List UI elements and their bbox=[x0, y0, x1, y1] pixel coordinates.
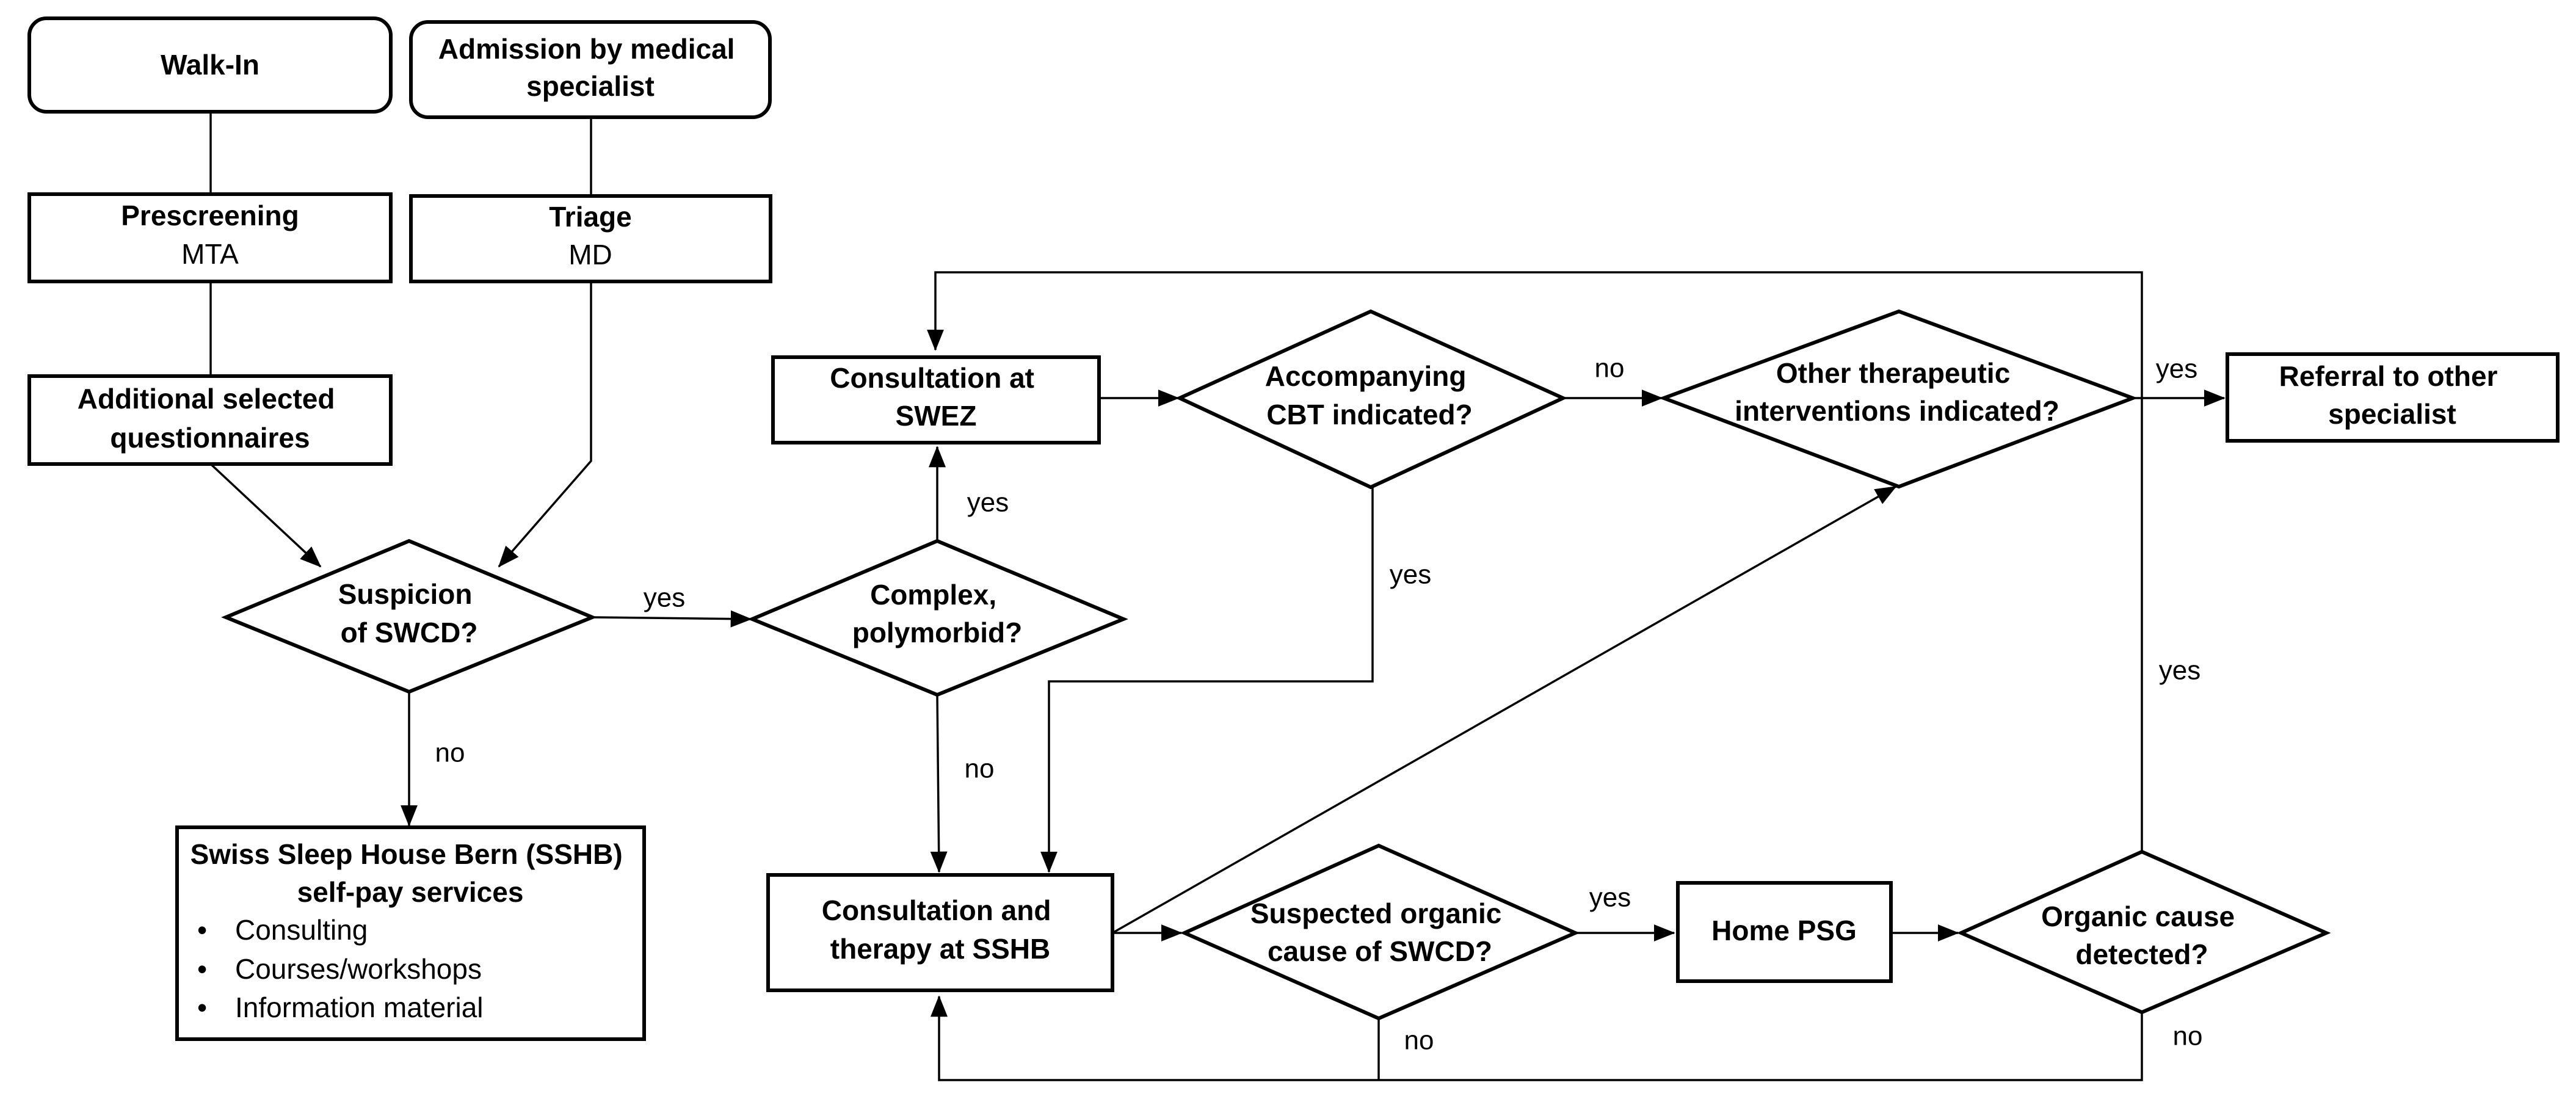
admission-label-line-2: specialist bbox=[526, 70, 655, 102]
node-consult-swez: Consultation at SWEZ bbox=[771, 355, 1101, 444]
node-walk-in: Walk-In bbox=[27, 16, 393, 114]
bullet-icon: • bbox=[197, 914, 207, 946]
node-other-interventions: Other therapeutic interventions indicate… bbox=[1658, 309, 2138, 489]
svg-text:Suspicion of SWCD?: Suspicion of SWCD? bbox=[338, 578, 481, 648]
label-complex-no: no bbox=[965, 754, 995, 784]
bullet-icon: • bbox=[197, 953, 207, 985]
service-item-consulting: Consulting bbox=[235, 914, 368, 946]
edge-organic-detected-sshb bbox=[931, 995, 2143, 1081]
organic-suspected-label-line-2: cause of SWCD? bbox=[1268, 935, 1492, 967]
node-referral: Referral to other specialist bbox=[2226, 352, 2560, 443]
label-organic-suspected-no: no bbox=[1404, 1026, 1434, 1056]
sshb-services-title-line-1: Swiss Sleep House Bern (SSHB) bbox=[190, 838, 623, 870]
svg-text:Organic cause detected?: Organic cause detected? bbox=[2041, 901, 2243, 970]
svg-text:• Consulting: • Consulting bbox=[197, 914, 368, 946]
swez-label-line-1: Consultation at bbox=[830, 362, 1034, 394]
label-organic-detected-no: no bbox=[2173, 1021, 2203, 1051]
svg-text:Admission by medical spe: Admission by medical specialist bbox=[438, 33, 742, 102]
svg-text:Complex, polymorbid?: Complex, polymorbid? bbox=[852, 579, 1023, 648]
node-organic-suspected: Suspected organic cause of SWCD? bbox=[1180, 843, 1580, 1021]
organic-suspected-label-line-1: Suspected organic bbox=[1250, 898, 1502, 929]
svg-text:Other therapeutic interv: Other therapeutic interventions indicate… bbox=[1735, 357, 2059, 427]
edge-organic-detected-swez bbox=[927, 271, 2143, 852]
svg-text:Swiss Sleep House Bern (SSHB): Swiss Sleep House Bern (SSHB) self-pay s… bbox=[190, 838, 631, 908]
svg-text:Accompanying CBT indicat: Accompanying CBT indicated? bbox=[1265, 360, 1475, 430]
label-organic-suspected-yes: yes bbox=[1589, 883, 1631, 913]
node-prescreening: Prescreening MTA bbox=[27, 192, 393, 283]
edge-triage-suspicion bbox=[498, 281, 592, 568]
cbt-label-line-1: Accompanying bbox=[1265, 360, 1467, 392]
service-item-information: Information material bbox=[235, 992, 484, 1023]
admission-label-line-1: Admission by medical bbox=[438, 33, 735, 65]
prescreening-title: Prescreening bbox=[121, 200, 299, 231]
prescreening-role: MTA bbox=[181, 238, 239, 270]
triage-role: MD bbox=[568, 239, 612, 270]
swez-label-line-2: SWEZ bbox=[896, 400, 977, 432]
other-interventions-label-line-2: interventions indicated? bbox=[1735, 395, 2059, 427]
edge-cbt-sshb bbox=[1040, 487, 1374, 873]
other-interventions-label-line-1: Other therapeutic bbox=[1776, 357, 2010, 389]
svg-text:• Information material: • Information material bbox=[197, 992, 484, 1023]
edges bbox=[209, 112, 2226, 1081]
questionnaires-label-line-1: Additional selected bbox=[78, 383, 335, 415]
node-complex: Complex, polymorbid? bbox=[747, 539, 1128, 697]
sshb-services-title-line-2: self-pay services bbox=[297, 876, 524, 908]
label-suspicion-yes: yes bbox=[644, 583, 685, 613]
node-home-psg: Home PSG bbox=[1676, 881, 1893, 983]
svg-text:Suspected organic cause: Suspected organic cause of SWCD? bbox=[1250, 898, 1509, 967]
referral-label-line-2: specialist bbox=[2328, 398, 2456, 430]
svg-text:Additional selected ques: Additional selected questionnaires bbox=[78, 383, 343, 454]
svg-text:• Courses/workshops: • Courses/workshops bbox=[197, 953, 482, 985]
edge-sshb-other bbox=[1112, 485, 1897, 934]
node-sshb-services: Swiss Sleep House Bern (SSHB) self-pay s… bbox=[175, 825, 646, 1041]
consult-sshb-label-line-1: Consultation and bbox=[822, 894, 1051, 926]
svg-text:Referral to other specia: Referral to other specialist bbox=[2279, 360, 2506, 430]
label-cbt-no: no bbox=[1595, 354, 1625, 383]
node-triage: Triage MD bbox=[409, 194, 772, 283]
edge-questionnaires-suspicion bbox=[209, 463, 322, 568]
organic-detected-label-line-2: detected? bbox=[2075, 938, 2208, 970]
node-cbt: Accompanying CBT indicated? bbox=[1175, 309, 1568, 490]
triage-title: Triage bbox=[549, 201, 632, 233]
home-psg-label: Home PSG bbox=[1711, 915, 1857, 946]
node-consult-sshb: Consultation and therapy at SSHB bbox=[766, 873, 1114, 992]
consult-sshb-label-line-2: therapy at SSHB bbox=[830, 933, 1050, 965]
suspicion-label-line-2: of SWCD? bbox=[341, 617, 478, 648]
edge-labels: yes no yes no no yes yes yes no yes no bbox=[435, 354, 2203, 1056]
organic-detected-label-line-1: Organic cause bbox=[2041, 901, 2235, 932]
node-questionnaires: Additional selected questionnaires bbox=[27, 374, 393, 466]
cbt-label-line-2: CBT indicated? bbox=[1266, 399, 1472, 430]
label-cbt-yes: yes bbox=[1390, 560, 1431, 590]
node-admission: Admission by medical specialist bbox=[409, 20, 772, 119]
label-other-yes: yes bbox=[2156, 354, 2197, 384]
svg-text:Consultation at SWEZ: Consultation at SWEZ bbox=[830, 362, 1042, 432]
node-organic-detected: Organic cause detected? bbox=[1956, 849, 2331, 1015]
walk-in-label: Walk-In bbox=[161, 49, 259, 81]
complex-label-line-1: Complex, bbox=[870, 579, 996, 611]
questionnaires-label-line-2: questionnaires bbox=[110, 422, 310, 454]
service-item-courses: Courses/workshops bbox=[235, 953, 482, 985]
label-suspicion-no: no bbox=[435, 738, 465, 768]
svg-text:Consultation and therapy: Consultation and therapy at SSHB bbox=[822, 894, 1059, 965]
node-suspicion: Suspicion of SWCD? bbox=[221, 539, 597, 694]
complex-label-line-2: polymorbid? bbox=[852, 617, 1023, 648]
label-complex-yes: yes bbox=[967, 488, 1009, 518]
referral-label-line-1: Referral to other bbox=[2279, 360, 2498, 392]
label-organic-detected-yes: yes bbox=[2159, 656, 2200, 686]
suspicion-label-line-1: Suspicion bbox=[338, 578, 473, 610]
edge-suspicion-complex bbox=[592, 610, 752, 628]
edge-complex-sshb bbox=[930, 694, 948, 873]
bullet-icon: • bbox=[197, 992, 207, 1023]
